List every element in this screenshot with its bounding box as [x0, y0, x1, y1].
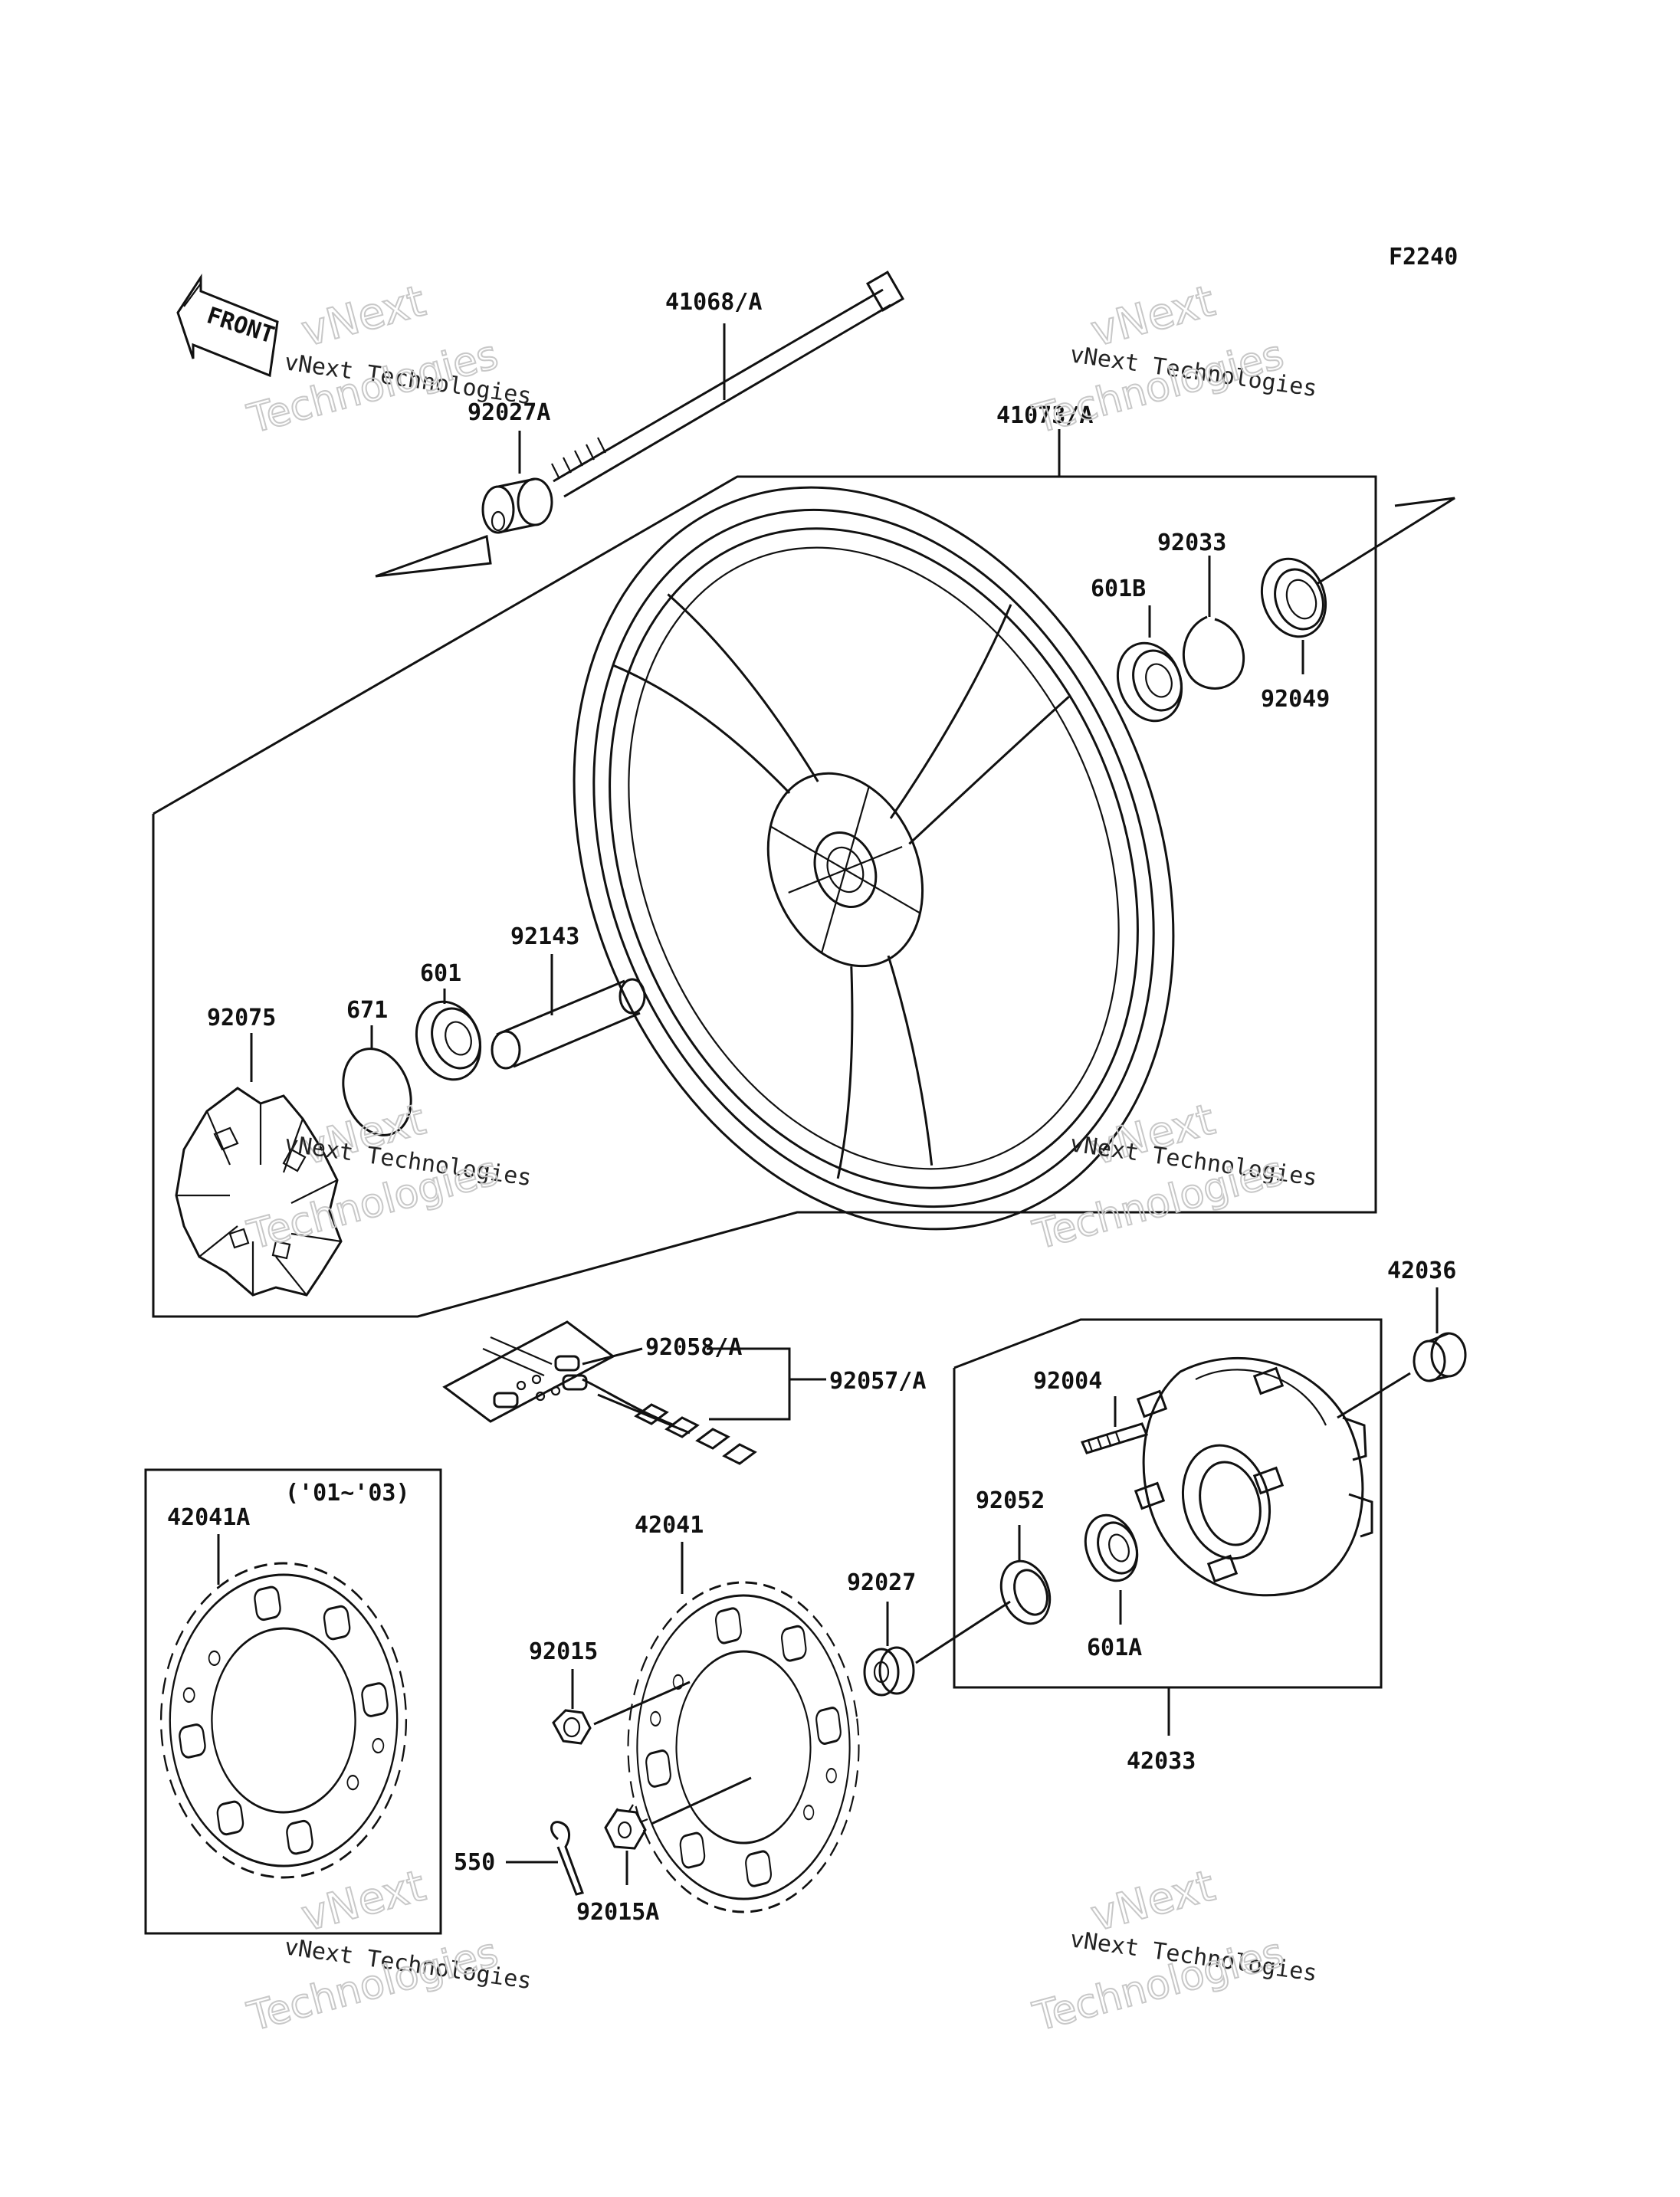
part-label-601A: 601A	[1087, 1635, 1142, 1661]
part-label-601: 601	[420, 960, 461, 987]
leader-92049	[1316, 497, 1455, 585]
part-label-41073: 41073/A	[996, 402, 1093, 429]
part-label-671: 671	[346, 997, 388, 1024]
drive-chain-part	[442, 1320, 826, 1465]
part-label-601B: 601B	[1091, 575, 1146, 602]
part-label-92058: 92058/A	[645, 1334, 742, 1361]
oil-seal-part	[1260, 557, 1327, 674]
part-label-42041: 42041	[635, 1512, 704, 1539]
bearing-601-part	[415, 989, 482, 1081]
axle-part	[551, 271, 905, 498]
bearing-601B-part	[1116, 605, 1183, 723]
leader-92027A	[375, 534, 492, 578]
circlip-part	[1183, 556, 1245, 690]
rear-wheel-part	[573, 486, 1175, 1231]
oil-seal-92052-part	[999, 1525, 1052, 1625]
collar-92143-part	[491, 954, 646, 1070]
collar-92027-part	[863, 1602, 915, 1697]
leader-42036	[1337, 1372, 1411, 1419]
part-label-42033: 42033	[1127, 1748, 1196, 1775]
sprocket-42041-part	[627, 1581, 860, 1913]
coupling-collar-part	[1413, 1287, 1467, 1382]
front-arrow-label: FRONT	[204, 302, 278, 349]
front-arrow-icon: FRONT	[176, 273, 279, 378]
hub-group-box	[953, 1318, 1383, 1689]
watermark-mid-left: vNext vNext Technologies Technologies	[242, 1094, 533, 1259]
part-label-92027A: 92027A	[468, 399, 550, 426]
collar-part	[481, 431, 553, 534]
stud-part	[1080, 1396, 1149, 1454]
nut-part	[552, 1669, 691, 1745]
part-label-92143: 92143	[510, 923, 579, 950]
year-note: ('01~'03)	[285, 1480, 410, 1507]
watermark-bottom-right: vNext vNext Technologies Technologies	[1028, 1860, 1319, 2041]
part-label-92057: 92057/A	[829, 1368, 926, 1395]
cotter-pin-part	[506, 1821, 584, 1896]
castle-nut-part	[604, 1776, 752, 1885]
part-label-42036: 42036	[1387, 1258, 1456, 1284]
watermark-top-right: vNext vNext Technologies Technologies	[1028, 275, 1319, 443]
part-label-92052: 92052	[976, 1487, 1045, 1514]
part-label-550: 550	[454, 1849, 495, 1876]
part-label-92033: 92033	[1157, 530, 1226, 556]
wheel-group-box	[152, 475, 1377, 1318]
svg-text:vNext: vNext	[1086, 276, 1220, 356]
part-label-42041A: 42041A	[167, 1504, 250, 1531]
part-label-92027: 92027	[847, 1569, 916, 1596]
svg-text:vNext: vNext	[297, 276, 431, 356]
svg-text:vNext: vNext	[297, 1861, 431, 1941]
sprocket-hub-part	[1134, 1356, 1373, 1597]
damper-part	[175, 1033, 343, 1297]
part-label-92049: 92049	[1261, 686, 1330, 713]
part-label-92015A: 92015A	[576, 1899, 659, 1926]
watermark-bottom-left: vNext vNext Technologies Technologies	[242, 1860, 533, 2041]
watermark-mid-right: vNext vNext Technologies Technologies	[1028, 1094, 1319, 1259]
svg-text:vNext: vNext	[1086, 1861, 1220, 1941]
alt-sprocket-box	[144, 1468, 442, 1935]
sprocket-42041A-part	[159, 1562, 408, 1879]
figure-code: F2240	[1389, 244, 1458, 271]
part-label-92015: 92015	[529, 1638, 598, 1665]
part-label-92004: 92004	[1033, 1368, 1102, 1395]
bearing-601A-part	[1084, 1513, 1139, 1625]
leader-92027	[915, 1600, 1011, 1664]
o-ring-part	[342, 1025, 412, 1136]
part-label-41068: 41068/A	[665, 289, 762, 316]
part-label-92075: 92075	[207, 1005, 276, 1031]
